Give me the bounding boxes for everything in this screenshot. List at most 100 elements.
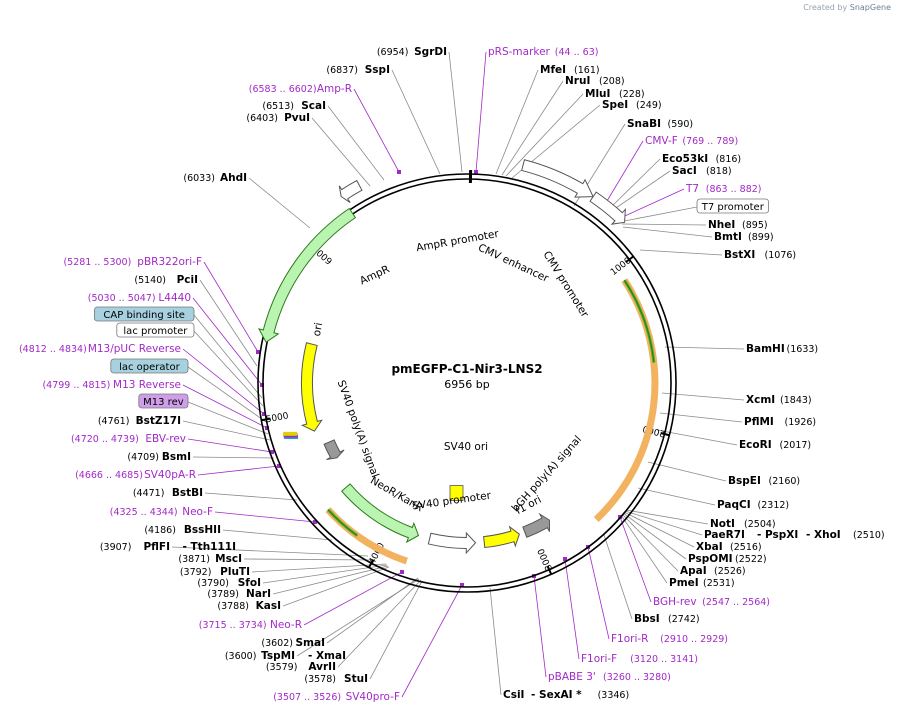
site-pbr322ori-f[interactable]: pBR322ori-F(5281 .. 5300) [63, 256, 202, 268]
feature-neo-kanr [340, 483, 420, 544]
feature-cmv-promoter [589, 191, 626, 225]
site-sv40pro-f[interactable]: SV40pro-F(3507 .. 3526) [273, 691, 400, 703]
site-pcii[interactable]: PciI(5140) [134, 274, 198, 286]
site-name: NheI [708, 219, 735, 231]
site-snabi[interactable]: SnaBI(590) [627, 118, 693, 130]
site-bsmi[interactable]: BsmI(4709) [127, 451, 191, 463]
site-name: SpeI [602, 99, 628, 111]
site-nrui[interactable]: NruI(208) [565, 75, 625, 87]
feature-bgh-polya [522, 512, 551, 538]
site-cap-binding-site[interactable]: CAP binding site [94, 306, 195, 322]
site-eco53ki[interactable]: Eco53kI(816) [662, 153, 741, 165]
primer-mark [256, 350, 260, 354]
site-name: EcoRI [739, 439, 772, 451]
site-xbai[interactable]: XbaI(2516) [696, 541, 762, 553]
site-position: (4812 .. 4834) [19, 344, 87, 355]
site-bspei[interactable]: BspEI(2160) [728, 475, 800, 487]
backbone-inner-ring [262, 178, 672, 588]
site-bbsi[interactable]: BbsI(2742) [634, 613, 700, 625]
site-xcmi[interactable]: XcmI(1843) [746, 394, 812, 406]
site-name: BbsI [634, 613, 660, 625]
site--xhoi[interactable]: - XhoI(2510) [806, 529, 885, 541]
site-pflmi[interactable]: PflMI(1926) [744, 416, 816, 428]
site-f1ori-r[interactable]: F1ori-R(2910 .. 2929) [611, 633, 728, 645]
site-bstbi[interactable]: BstBI(4471) [133, 487, 203, 499]
site--tth111i[interactable]: - Tth111I [183, 541, 237, 553]
site-m13-reverse[interactable]: M13 Reverse(4799 .. 4815) [42, 379, 181, 391]
site-avrii[interactable]: AvrII(3579) [266, 661, 336, 673]
site-sfoi[interactable]: SfoI(3790) [197, 577, 261, 589]
site-m13-puc-reverse[interactable]: M13/pUC Reverse(4812 .. 4834) [19, 343, 181, 355]
site-bmti[interactable]: BmtI(899) [714, 231, 774, 243]
primer-mark [400, 570, 404, 574]
site-bstxi[interactable]: BstXI(1076) [724, 249, 796, 261]
leader-line [619, 516, 652, 603]
site-neo-r[interactable]: Neo-R(3715 .. 3734) [199, 619, 302, 631]
site-kasi[interactable]: KasI(3788) [217, 600, 281, 612]
site-name: MfeI [540, 64, 566, 76]
site-position: (4709) [127, 452, 159, 463]
site-tspmi[interactable]: TspMI(3600) [225, 650, 295, 662]
site-sgrdi[interactable]: SgrDI(6954) [377, 46, 447, 58]
site-m13-rev[interactable]: M13 rev [138, 393, 189, 409]
leader-line [197, 465, 280, 476]
site-bstz17i[interactable]: BstZ17I(4761) [98, 415, 181, 427]
site-smai[interactable]: SmaI(3602) [261, 637, 325, 649]
site-msci[interactable]: MscI(3871) [178, 553, 242, 565]
site-bgh-rev[interactable]: BGH-rev(2547 .. 2564) [653, 596, 770, 608]
site-paqci[interactable]: PaqCI(2312) [717, 499, 789, 511]
site-pvui[interactable]: PvuI(6403) [246, 112, 310, 124]
site-t7-promoter[interactable]: T7 promoter [696, 198, 769, 214]
site-spei[interactable]: SpeI(249) [602, 99, 662, 111]
primer-mark [474, 170, 478, 174]
site-pbabe-3-[interactable]: pBABE 3'(3260 .. 3280) [548, 671, 671, 683]
site-ahdi[interactable]: AhdI(6033) [183, 172, 247, 184]
leader-line [171, 546, 369, 557]
site-apai[interactable]: ApaI(2526) [680, 565, 746, 577]
site-position: (3907) [100, 542, 132, 553]
leader-line [603, 140, 644, 207]
leader-line [587, 546, 610, 640]
site-pluti[interactable]: PluTI(3792) [180, 566, 250, 578]
site-f1ori-f[interactable]: F1ori-F(3120 .. 3141) [581, 653, 698, 665]
site--sexai-[interactable]: - SexAI *(3346) [531, 689, 629, 701]
site-paer7i[interactable]: PaeR7I [704, 529, 745, 541]
site-t7[interactable]: T7(863 .. 882) [685, 183, 762, 195]
leader-line [637, 487, 716, 506]
site-pflfi[interactable]: PflFI(3907) [100, 541, 170, 553]
site-mfei[interactable]: MfeI(161) [540, 64, 600, 76]
site-csii[interactable]: CsiI [503, 689, 524, 701]
site-pspomi[interactable]: PspOMI(2522) [688, 553, 767, 565]
site-cmv-f[interactable]: CMV-F(769 .. 789) [645, 135, 738, 147]
site-position: (5030 .. 5047) [88, 293, 156, 304]
site-sspi[interactable]: SspI(6837) [326, 64, 390, 76]
site-pmei[interactable]: PmeI(2531) [669, 577, 735, 589]
site-noti[interactable]: NotI(2504) [710, 518, 776, 530]
leader-line [182, 420, 271, 441]
site-bsshii[interactable]: BssHII(4186) [144, 524, 221, 536]
site--pspxi[interactable]: - PspXI [757, 529, 798, 541]
leader-line [623, 511, 695, 548]
site-ecori[interactable]: EcoRI(2017) [739, 439, 811, 451]
site--xmai[interactable]: - XmaI [308, 650, 346, 662]
site-saci[interactable]: SacI(818) [672, 165, 732, 177]
site-l4440[interactable]: L4440(5030 .. 5047) [88, 292, 191, 304]
primer-mark [265, 426, 269, 430]
leader-line [311, 117, 371, 187]
site-prs-marker[interactable]: pRS-marker(44 .. 63) [488, 46, 598, 58]
site-name: XcmI [746, 394, 775, 406]
site-amp-r[interactable]: Amp-R(6583 .. 6602) [249, 83, 352, 95]
site-lac-operator[interactable]: lac operator [110, 358, 189, 374]
site-sv40pa-r[interactable]: SV40pA-R(4666 .. 4685) [75, 469, 196, 481]
site-scai[interactable]: ScaI(6513) [262, 100, 326, 112]
site-mlui[interactable]: MluI(228) [585, 88, 645, 100]
site-nari[interactable]: NarI(3789) [207, 588, 271, 600]
site-lac-promoter[interactable]: lac promoter [116, 322, 195, 338]
leader-line [192, 456, 275, 459]
site-neo-f[interactable]: Neo-F(4325 .. 4344) [110, 506, 213, 518]
site-nhei[interactable]: NheI(895) [708, 219, 768, 231]
site-stui[interactable]: StuI(3578) [304, 673, 368, 685]
site-bamhi[interactable]: BamHI(1633) [746, 343, 818, 355]
site-position: (1926) [785, 417, 817, 428]
site-ebv-rev[interactable]: EBV-rev(4720 .. 4739) [71, 433, 186, 445]
